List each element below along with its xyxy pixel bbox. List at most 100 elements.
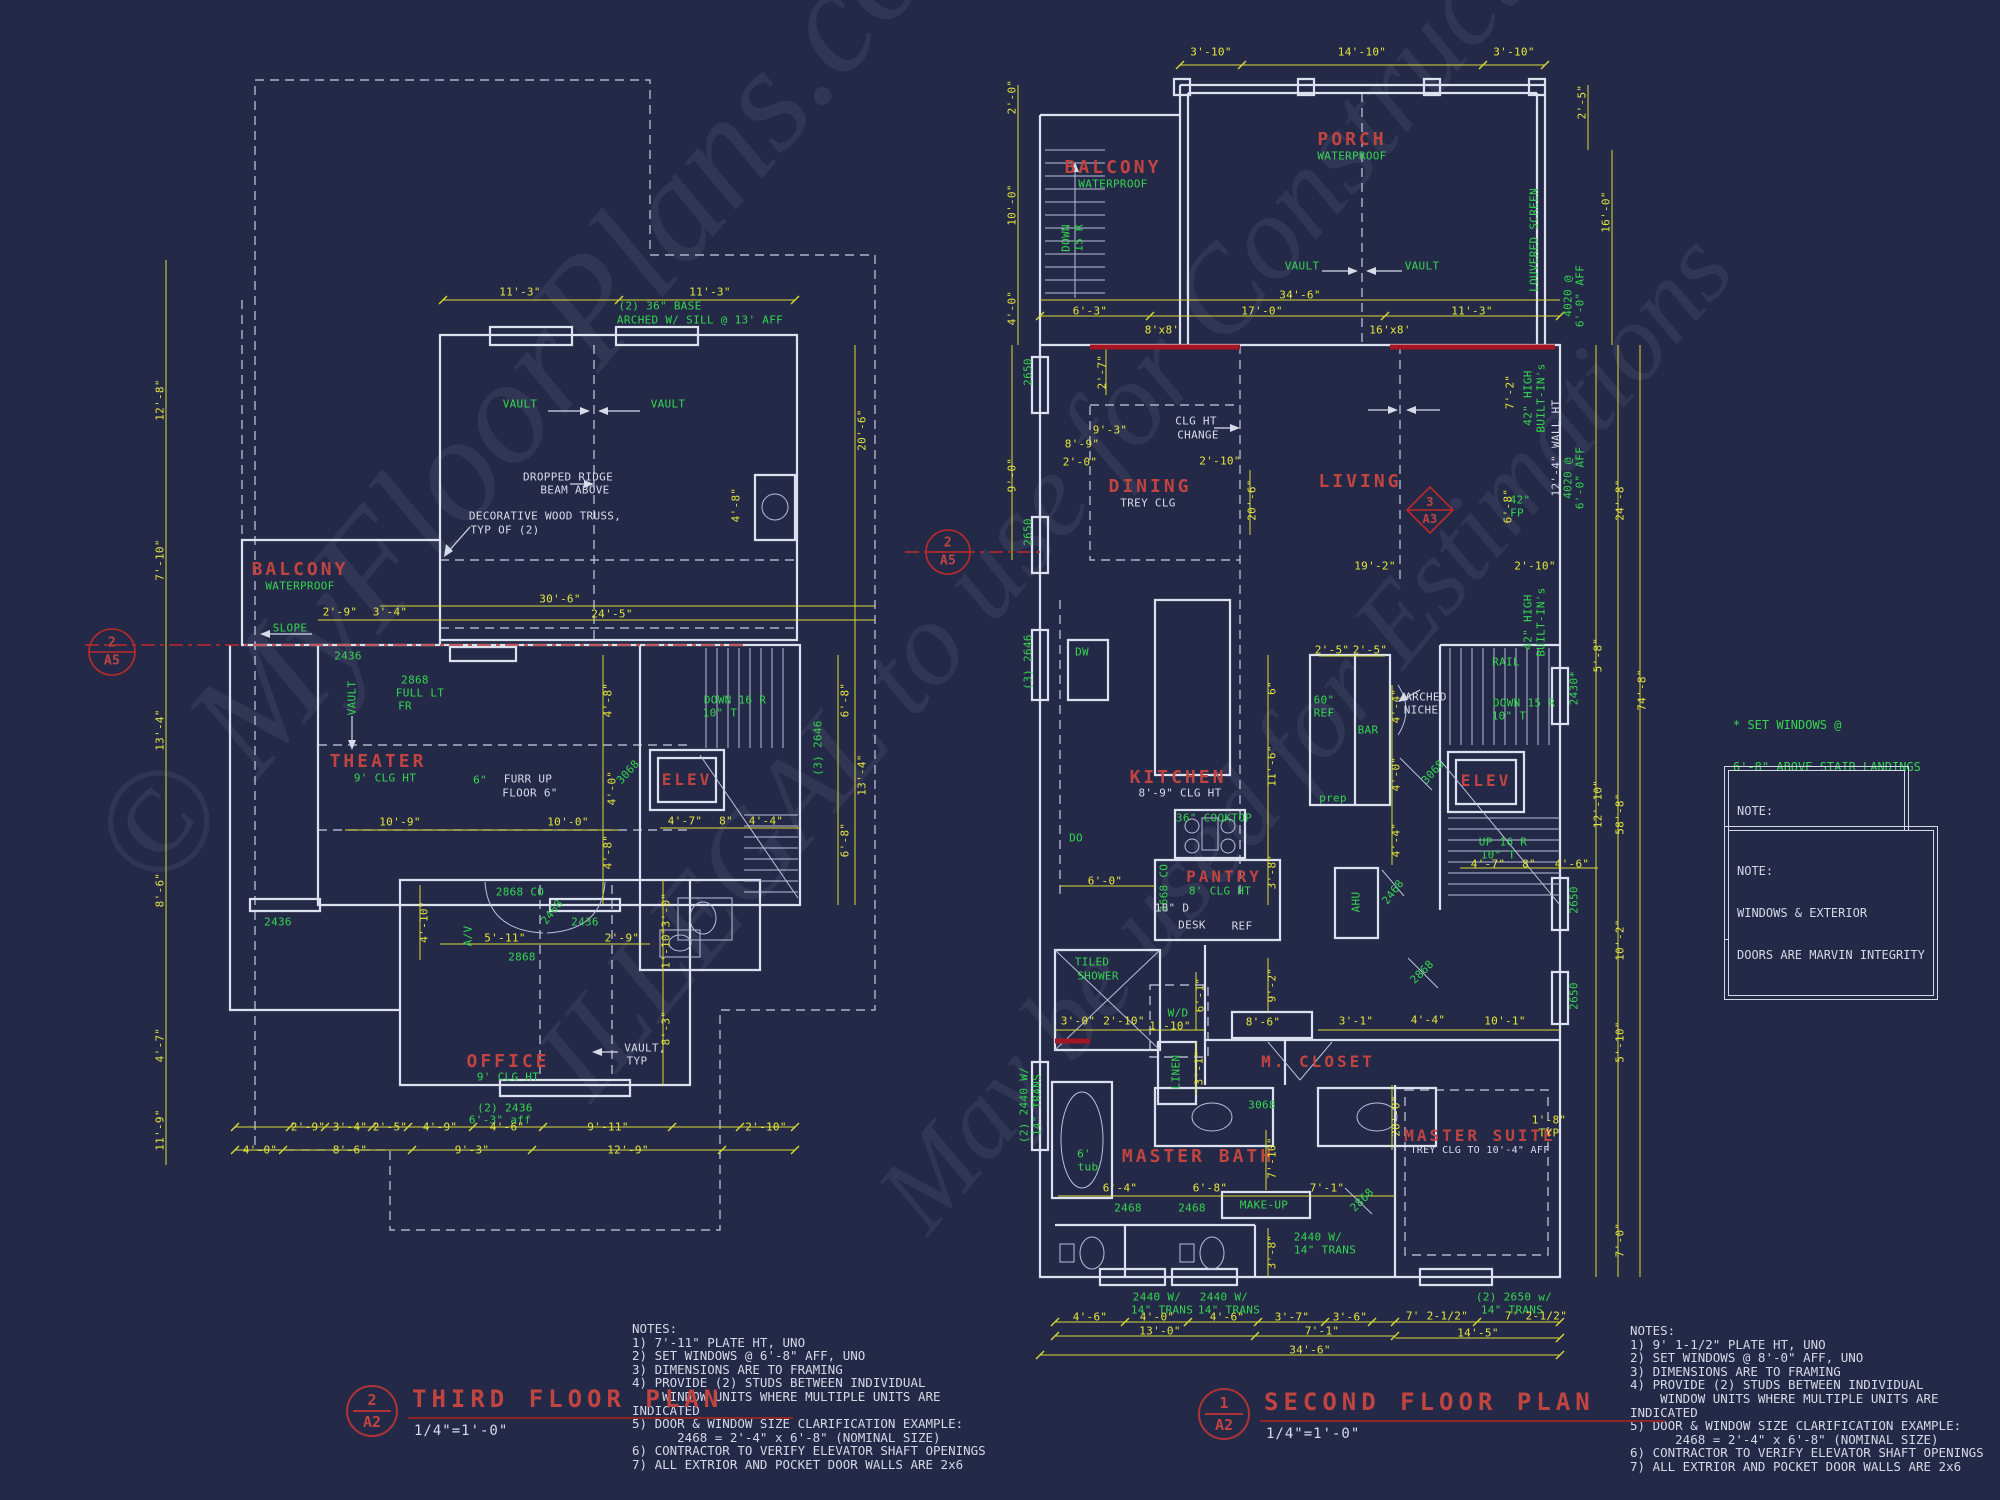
plan-label: DOWN 15 R [1492,696,1556,710]
detail-number: 2 [353,1391,391,1412]
sheet-number: A2 [1214,1416,1234,1434]
second-floor-title-block: 1 A2 SECOND FLOOR PLAN 1/4"=1'-0" [1198,1388,1665,1442]
plan-label: 7'-1" [1304,1324,1340,1338]
plan-label: 2440 W/ [1293,1230,1343,1244]
plan-label: 3'-4" [372,605,408,619]
plan-label: LOUVERED SCREEN [1527,188,1541,292]
plan-label: 2468 [1178,1201,1206,1215]
plan-label: 1'-8" [1531,1113,1567,1127]
plan-label: 2'-5" [1575,84,1589,120]
plan-label: 9'-11" [587,1120,629,1134]
plan-label: tub [1077,1160,1099,1174]
plan-label: 2'-9" [290,1120,326,1134]
plan-label: 2868 [508,950,536,964]
plan-label: 4'-7" [667,814,703,828]
plan-label: 10'-2" [1613,919,1627,961]
plan-label: CHANGE [1177,428,1219,442]
plan-label: 4'-4" [748,814,784,828]
plan-label: 6'-0" AFF [1573,446,1587,510]
plan-label: 2650 [1021,518,1035,546]
plan-label: 42" HIGH [1521,594,1535,650]
plan-label: 8" [719,814,733,828]
note-line: NOTES: [632,1321,678,1336]
plan-label: ELEV [661,770,713,789]
plan-label: 2436 [334,649,362,663]
plan-label: 6" [473,773,487,787]
plan-label: 9'-0" [1005,457,1019,493]
note-line: 1) 7'-11" PLATE HT, UNO [632,1334,806,1350]
plan-label: WATERPROOF [1317,149,1387,163]
plan-label: 4'-0" [605,770,619,806]
plan-label: MASTER SUITE [1404,1126,1556,1145]
marvin-note-box: NOTE: WINDOWS & EXTERIOR DOORS ARE MARVI… [1724,826,1938,1000]
plan-label: LINEN [1169,1054,1183,1090]
plan-label: (2) 36" BASE [618,299,702,313]
note-line: 5) DOOR & WINDOW SIZE CLARIFICATION EXAM… [1630,1418,1962,1434]
plan-label: 7'-10" [1265,1137,1279,1179]
plan-label: 8'-6" [153,872,167,908]
plan-label: 4'-9" [422,1120,458,1134]
plan-label: CLG HT [1175,414,1217,428]
note-line: 2468 = 2'-4" x 6'-8" (NOMINAL SIZE) [1630,1431,1939,1447]
plan-label: 14" TRANS [1130,1303,1194,1317]
plan-label: DO [1069,831,1083,845]
plan-label: 42" HIGH [1521,370,1535,426]
plan-label: ARCHED W/ SILL @ 13' AFF [616,313,784,327]
plan-label: 4'-6" [1209,1310,1245,1324]
plan-label: 14'-5" [1457,1326,1499,1340]
third-floor-plan-scale: 1/4"=1'-0" [414,1423,509,1439]
note-line: WINDOW UNITS WHERE MULTIPLE UNITS ARE [632,1388,941,1404]
plan-label: VAULT [650,397,686,411]
plan-label: DOWN [1059,224,1073,252]
plan-label: 11'-3" [689,285,731,299]
plan-label: 11'-6" [1265,745,1279,787]
note-line: INDICATED [632,1402,700,1418]
note-line: NOTE: [1737,864,1774,878]
plan-label: 4'-8" [601,682,615,718]
plan-label: 10'-1" [1484,1014,1526,1028]
plan-label: 2650 [1567,886,1581,914]
plan-label: 2'-10" [745,1120,787,1134]
plan-label: MASTER BATH [1121,1146,1275,1167]
plan-label: TILED [1074,955,1110,969]
plan-label: 3'-8" [1265,1234,1279,1270]
plan-label: 3'-1" [1338,1014,1374,1028]
plan-label: 4'-0" [1389,756,1403,792]
plan-label: REF [1313,706,1335,720]
plan-label: 8' CLG HT [1188,884,1252,898]
plan-label: 5'-10" [1613,1021,1627,1063]
plan-label: 14'-10" [1337,45,1387,59]
plan-label: 12'-10" [1591,779,1605,829]
plan-label: 7' 2-1/2" [1504,1309,1568,1323]
plan-label: 8'x8' [1144,323,1180,337]
plan-label: BAR [1357,723,1379,737]
plan-label: 10" T [702,706,738,720]
plan-label: WATERPROOF [1078,177,1148,191]
plan-label: FLOOR 6" [502,786,558,800]
plan-label: 8" [1522,857,1536,871]
plan-label: 4'-7" [1470,857,1506,871]
plan-label: 9'-3" [454,1143,490,1157]
plan-label: NICHE [1403,703,1439,717]
plan-label: A3 [1422,512,1438,526]
plan-label: 6'-3" aff [468,1113,532,1127]
plan-label: 2'-10" [1514,559,1556,573]
plan-label: 30'-6" [539,592,581,606]
plan-label: PANTRY [1186,867,1262,886]
plan-label: 8'-9" CLG HT [1138,786,1222,800]
plan-label: 5'-8" [1591,637,1605,673]
plan-label: 17'-0" [1241,304,1283,318]
plan-label: 7'-2" [1503,374,1517,410]
plan-label: (3) 2646 [1021,634,1035,690]
plan-label: 4020 @ [1561,457,1575,499]
plan-label: 3'-10" [1493,45,1535,59]
plan-label: 1'-10" [659,927,673,969]
plan-label: 34'-6" [1279,288,1321,302]
plan-label: 3'-10" [1190,45,1232,59]
plan-label: 10" T [1480,848,1516,862]
plan-label: FULL LT [395,686,445,700]
note-line: 2) SET WINDOWS @ 6'-8" AFF, UNO [632,1348,866,1364]
plan-label: 20'-0" [1389,1095,1403,1137]
